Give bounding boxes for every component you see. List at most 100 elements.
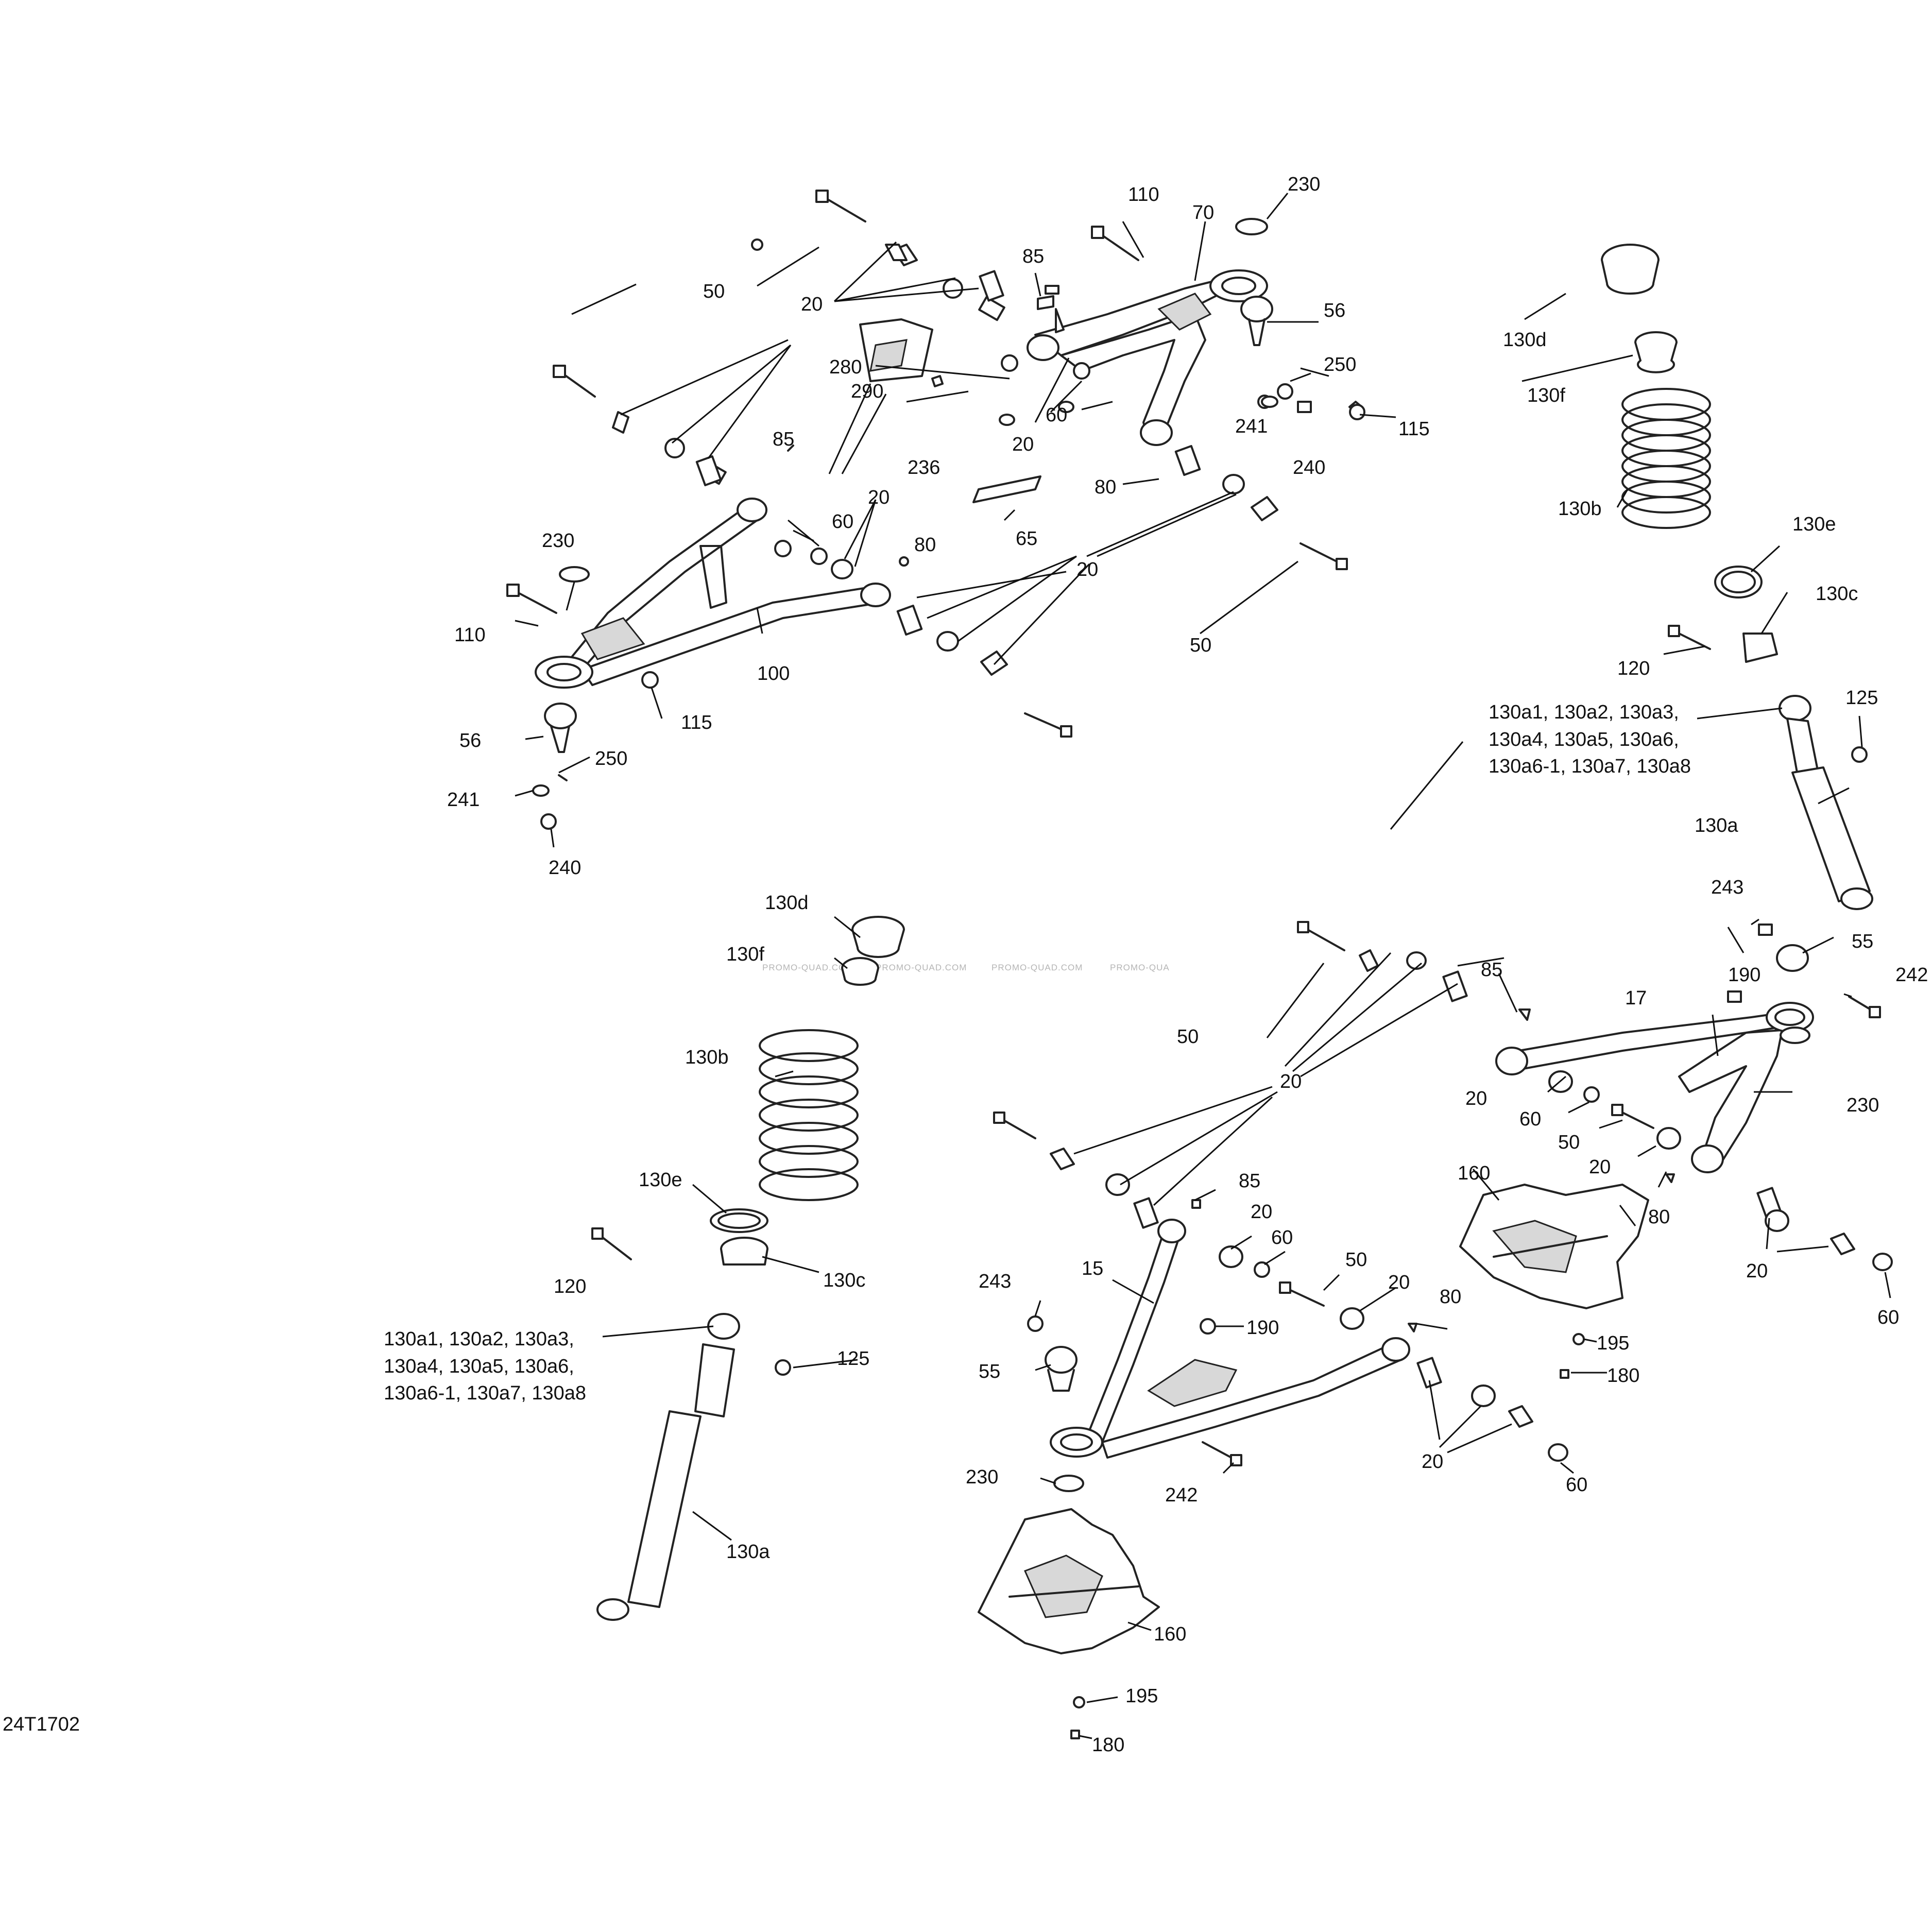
callout-243: 243	[979, 1271, 1011, 1292]
callout-130a: 130a	[726, 1541, 770, 1563]
callout-236: 236	[908, 457, 940, 478]
callout-180: 180	[1607, 1365, 1639, 1387]
callout-130f: 130f	[1527, 385, 1565, 406]
callout-160: 160	[1458, 1162, 1490, 1184]
callout-125: 125	[837, 1348, 869, 1370]
lower-coil-spring	[759, 1029, 859, 1201]
callout-110: 110	[454, 624, 486, 646]
skid-plate-160-lower	[978, 1508, 1160, 1654]
callout-125: 125	[1845, 687, 1878, 709]
callout-130e: 130e	[1792, 514, 1836, 535]
upper-shock-absorber	[1779, 695, 1873, 910]
callout-85: 85	[1239, 1170, 1260, 1192]
callout-130c: 130c	[823, 1270, 865, 1291]
callout-50: 50	[703, 281, 725, 302]
shock-kit-label-line-3: 130a6-1, 130a7, 130a8	[1489, 756, 1691, 777]
callout-230: 230	[1846, 1095, 1879, 1116]
lower-control-arm-15	[1050, 1219, 1410, 1459]
callout-230: 230	[1288, 174, 1320, 195]
callout-50: 50	[1190, 635, 1211, 656]
callout-240: 240	[1293, 457, 1325, 478]
callout-250: 250	[595, 748, 627, 770]
callout-20: 20	[868, 487, 890, 508]
callout-180: 180	[1092, 1734, 1124, 1756]
callout-56: 56	[1324, 300, 1345, 321]
callout-195: 195	[1125, 1685, 1158, 1707]
lower-control-arm-100	[535, 498, 891, 689]
callout-241: 241	[1235, 416, 1268, 437]
callout-60: 60	[1046, 404, 1067, 426]
callout-115: 115	[681, 712, 712, 733]
callout-labels: 50 20 110 70 230 85 56 280 290 250 20 60…	[3, 174, 1928, 1756]
hardware-top-left	[506, 190, 1365, 830]
callout-20: 20	[1388, 1272, 1410, 1293]
callout-120: 120	[1617, 658, 1650, 679]
hardware-lower-right	[993, 921, 1893, 1739]
callout-110: 110	[1128, 184, 1159, 206]
callout-250: 250	[1324, 354, 1356, 375]
callout-20: 20	[1465, 1088, 1487, 1109]
watermark-strip: PROMO-QUAD.COM PROMO-QUAD.COM PROMO-QUAD…	[762, 963, 1170, 972]
callout-70: 70	[1192, 202, 1214, 224]
callout-50: 50	[1345, 1249, 1367, 1271]
callout-80: 80	[1095, 476, 1116, 498]
callout-60: 60	[1519, 1108, 1541, 1130]
callout-80: 80	[1648, 1206, 1670, 1228]
lower-shock-assembly	[591, 916, 905, 1621]
callout-160: 160	[1154, 1623, 1186, 1645]
callout-20: 20	[801, 294, 823, 315]
callout-50: 50	[1558, 1132, 1580, 1153]
shock-kit-label-line-2: 130a4, 130a5, 130a6,	[384, 1356, 574, 1377]
diagram-code: 24T1702	[3, 1714, 80, 1735]
callout-115: 115	[1398, 418, 1430, 440]
callout-20: 20	[1251, 1201, 1272, 1223]
lower-shock-absorber	[596, 1313, 740, 1621]
upper-control-arm-17	[1495, 1002, 1814, 1173]
callout-120: 120	[554, 1276, 586, 1297]
callout-56: 56	[459, 730, 481, 751]
callout-55: 55	[979, 1361, 1000, 1382]
callout-20: 20	[1076, 559, 1098, 580]
callout-20: 20	[1589, 1156, 1611, 1178]
callout-242: 242	[1895, 964, 1928, 986]
callout-130f: 130f	[726, 944, 764, 965]
shock-kit-label-line-3: 130a6-1, 130a7, 130a8	[384, 1382, 586, 1404]
shock-kit-label-line-1: 130a1, 130a2, 130a3,	[1489, 702, 1679, 723]
shock-kit-label-line-2: 130a4, 130a5, 130a6,	[1489, 729, 1679, 750]
callout-190: 190	[1246, 1317, 1279, 1339]
callout-241: 241	[447, 789, 480, 811]
callout-60: 60	[1566, 1474, 1587, 1496]
upper-coil-spring	[1621, 388, 1711, 529]
callout-85: 85	[1481, 959, 1502, 981]
skid-plate-160-upper	[1459, 1184, 1649, 1309]
leader-lines	[515, 193, 1891, 1739]
watermark-4: PROMO-QUA	[1110, 963, 1170, 972]
upper-shock-assembly	[1601, 244, 1873, 910]
callout-15: 15	[1082, 1258, 1103, 1279]
callout-130d: 130d	[765, 892, 809, 914]
callout-60: 60	[1271, 1227, 1293, 1249]
callout-17: 17	[1625, 987, 1647, 1009]
callout-60: 60	[832, 511, 853, 533]
watermark-2: PROMO-QUAD.COM	[876, 963, 967, 972]
callout-243: 243	[1711, 877, 1743, 898]
callout-130b: 130b	[685, 1047, 729, 1068]
callout-85: 85	[773, 429, 794, 450]
upper-control-arm-70	[1027, 269, 1268, 446]
callout-130c: 130c	[1816, 583, 1858, 605]
callout-65: 65	[1016, 528, 1037, 550]
shock-kit-label-line-1: 130a1, 130a2, 130a3,	[384, 1328, 574, 1350]
watermark-3: PROMO-QUAD.COM	[991, 963, 1083, 972]
callout-280: 280	[829, 356, 862, 378]
callout-20: 20	[1746, 1260, 1768, 1282]
watermark-1: PROMO-QUAD.COM	[762, 963, 853, 972]
callout-80: 80	[914, 534, 936, 556]
callout-130a: 130a	[1695, 815, 1738, 836]
callout-20: 20	[1012, 434, 1034, 455]
callout-130d: 130d	[1503, 329, 1547, 351]
callout-230: 230	[966, 1466, 998, 1488]
callout-130e: 130e	[639, 1169, 682, 1191]
callout-60: 60	[1877, 1307, 1899, 1328]
callout-290: 290	[851, 381, 883, 402]
